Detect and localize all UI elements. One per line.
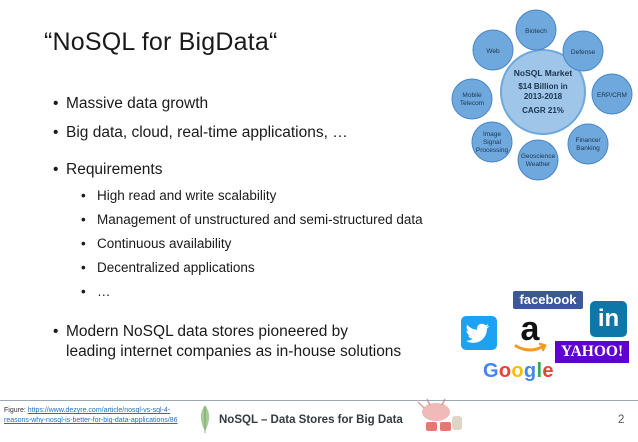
twitter-bird-icon [466, 323, 490, 343]
bullet-text: Big data, cloud, real-time applications,… [66, 124, 348, 141]
bullet-text: Modern NoSQL data stores pioneered by [66, 323, 349, 340]
nosql-market-diagram: NoSQL Market $14 Billion in 2013-2018 CA… [451, 9, 633, 181]
twitter-logo [461, 316, 497, 350]
google-letter: e [542, 360, 554, 382]
bullet-continuation: leading internet companies as in-house s… [66, 343, 401, 361]
slide-title: “NoSQL for BigData“ [44, 28, 278, 56]
facebook-logo: facebook [513, 291, 583, 309]
subbullet-item: • High read and write scalability [81, 188, 277, 204]
bullet-item: • Requirements [53, 161, 163, 179]
satellite-label: Defense [571, 49, 596, 56]
bullet-item: • Big data, cloud, real-time application… [53, 124, 348, 142]
subbullet-text: Decentralized applications [97, 260, 255, 275]
satellite-label: Mobile [462, 92, 482, 99]
amazon-letter: a [521, 310, 541, 348]
satellite-label: Banking [576, 145, 600, 152]
center-line: 2013-2018 [524, 92, 563, 101]
satellite-label: Geoscience [521, 153, 556, 160]
page-number: 2 [618, 414, 625, 426]
subbullet-text: Continuous availability [97, 236, 232, 251]
center-line: $14 Billion in [518, 82, 567, 91]
bullet-item: • Massive data growth [53, 95, 209, 113]
satellite-circle [567, 123, 609, 165]
bullet-text: Requirements [66, 161, 163, 178]
satellite-label: Biotech [525, 28, 547, 35]
google-letter: o [511, 360, 524, 382]
footer-title: NoSQL – Data Stores for Big Data [219, 414, 403, 426]
yahoo-logo: YAHOO! [555, 341, 629, 363]
center-line: CAGR 21% [522, 106, 564, 115]
figure-source-link[interactable]: https://www.dezyre.com/article/nosql-vs-… [27, 407, 171, 414]
subbullet-item: • Management of unstructured and semi-st… [81, 212, 423, 228]
bullet-item: • Modern NoSQL data stores pioneered by [53, 323, 349, 341]
amazon-logo: a [514, 310, 547, 352]
mongodb-leaf-icon [200, 405, 210, 433]
satellite-circle [591, 73, 633, 115]
satellite-label: Web [486, 48, 500, 55]
bullet-dot: • [53, 95, 59, 112]
google-letter: G [483, 360, 499, 382]
bullet-dot: • [81, 188, 86, 203]
satellite-label: Signal [483, 139, 502, 146]
bullet-text: leading internet companies as in-house s… [66, 343, 402, 360]
satellite-label: Telecom [460, 100, 484, 107]
subbullet-text: Management of unstructured and semi-stru… [97, 212, 423, 227]
satellite-label: Image [483, 131, 501, 138]
subbullet-item: • Continuous availability [81, 236, 232, 252]
google-letter: g [523, 360, 537, 382]
footer-divider [0, 400, 638, 401]
google-letter: l [536, 360, 543, 382]
bullet-dot: • [81, 236, 86, 251]
google-letter: o [498, 360, 512, 382]
satellite-circle [515, 9, 557, 51]
center-heading: NoSQL Market [514, 68, 573, 78]
subbullet-item: • … [81, 284, 111, 300]
satellite-label: Processing [476, 147, 509, 154]
database-mascots-icon [417, 398, 462, 431]
satellite-label: Weather [526, 161, 551, 168]
bullet-dot: • [81, 284, 86, 299]
amazon-arrow-icon [538, 342, 547, 352]
bullet-dot: • [53, 161, 59, 178]
figure-source-note: Figure: https://www.dezyre.com/article/n… [4, 406, 204, 426]
satellite-circle [472, 29, 514, 71]
bullet-text: Massive data growth [66, 95, 209, 112]
linkedin-logo: in [590, 301, 627, 337]
subbullet-text: High read and write scalability [97, 188, 277, 203]
figure-source-link[interactable]: reasons-why-nosql-is-better-for-big-data… [4, 417, 178, 424]
bullet-dot: • [81, 260, 86, 275]
google-logo: Google [483, 360, 554, 383]
satellite-circle [517, 139, 559, 181]
satellite-circle [451, 78, 493, 120]
bullet-dot: • [81, 212, 86, 227]
bullet-dot: • [53, 323, 59, 340]
satellite-circle [471, 121, 513, 163]
satellite-label: ERP/CRM [597, 92, 627, 99]
satellite-label: Finance/ [576, 137, 601, 144]
figure-prefix: Figure: [4, 407, 28, 414]
bullet-dot: • [53, 124, 59, 141]
subbullet-text: … [97, 284, 111, 299]
center-circle [500, 49, 586, 135]
amazon-smile-icon [514, 344, 546, 352]
subbullet-item: • Decentralized applications [81, 260, 255, 276]
satellite-circle [562, 30, 604, 72]
